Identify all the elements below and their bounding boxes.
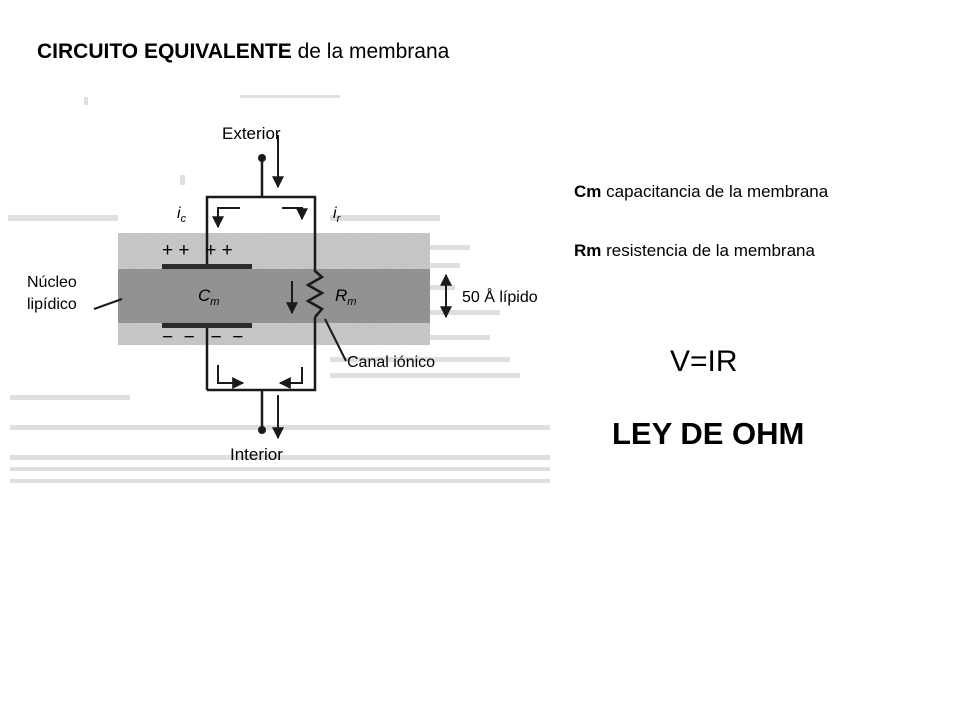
resistive-current-arrow-bottom [278, 367, 303, 389]
rm-label: Rm [335, 286, 356, 308]
interior-terminal [258, 426, 266, 434]
nucleo-pointer-line [93, 298, 123, 310]
ir-label: ir [333, 205, 342, 225]
capacitor-plate-top [162, 264, 252, 269]
ic-label: ic [177, 205, 187, 225]
exterior-label: Exterior [222, 124, 281, 143]
nucleo-label: Núcleo lipídico [27, 274, 81, 313]
circuit-wires [205, 158, 317, 430]
slide-title-bold: CIRCUITO EQUIVALENTE [37, 40, 292, 63]
legend-cm-text: capacitancia de la membrana [601, 182, 829, 201]
channel-label: Canal iónico [347, 354, 435, 371]
capacitive-current-arrow-top [212, 207, 240, 229]
thickness-label: 50 Å lípido [462, 287, 538, 306]
legend-cm-abbr: Cm [574, 182, 602, 201]
legend-cm: Cm capacitancia de la membrana [574, 182, 828, 202]
channel-pointer-line [324, 318, 347, 362]
membrane-circuit-diagram: Exterior Interior ic ir + + + + − − − − … [8, 95, 550, 483]
ohm-law-title: LEY DE OHM [612, 416, 805, 451]
legend-rm: Rm resistencia de la membrana [574, 241, 815, 261]
ohm-formula: V=IR [670, 345, 738, 378]
cm-label: Cm [198, 286, 219, 308]
legend-rm-abbr: Rm [574, 241, 602, 260]
capacitor-plate-bottom [162, 323, 252, 328]
capacitive-current-arrow-bottom [217, 365, 245, 389]
exterior-terminal [258, 154, 266, 162]
minus-charges: − − − − [162, 327, 243, 348]
resistive-current-arrow-top [282, 207, 308, 221]
slide-title: CIRCUITO EQUIVALENTE de la membrana [37, 40, 449, 64]
plus-charges: + + + + [162, 240, 233, 261]
interior-label: Interior [230, 445, 283, 464]
slide-title-rest: de la membrana [291, 40, 450, 63]
resistor-symbol [305, 265, 325, 318]
legend-rm-text: resistencia de la membrana [601, 241, 815, 260]
